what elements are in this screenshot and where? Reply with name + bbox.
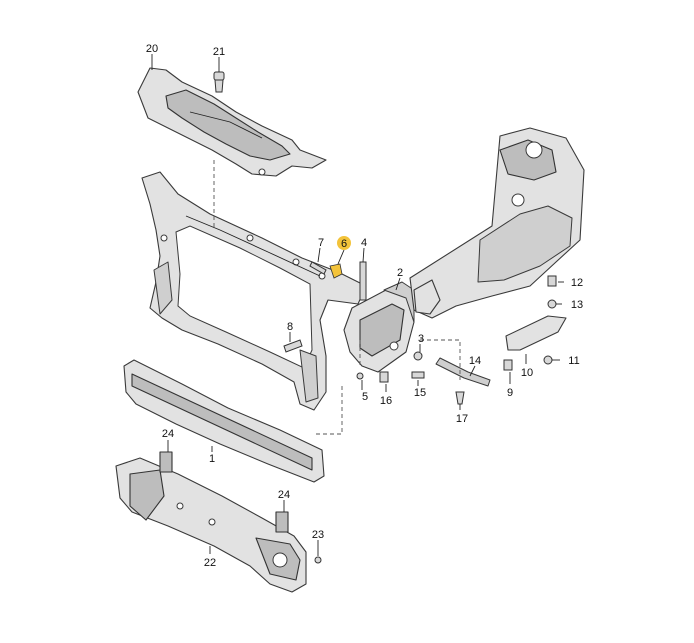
bracket-part-14 (435, 357, 491, 387)
clip-part-16 (379, 371, 389, 383)
pad-part-24-lower (275, 511, 289, 533)
label-11: 11 (568, 355, 579, 367)
clip-part-6 (329, 263, 343, 279)
assembly-line-bar (316, 384, 343, 435)
assembly-line-14 (420, 339, 461, 380)
label-6: 6 (341, 238, 347, 250)
longitudinal-member (409, 127, 585, 319)
screw-part-15 (411, 371, 425, 379)
pad-part-24-upper (159, 451, 173, 473)
label-21: 21 (213, 46, 225, 58)
label-1: 1 (209, 453, 215, 465)
nut-part-9 (503, 359, 513, 371)
label-12: 12 (571, 277, 583, 289)
screw-part-17 (455, 391, 465, 405)
bolt-part-4 (359, 261, 367, 301)
bolt-part-8 (283, 339, 303, 353)
nut-part-3 (413, 351, 423, 361)
upper-cover-part-20 (137, 67, 327, 177)
label-13: 13 (571, 299, 583, 311)
label-16: 16 (380, 395, 392, 407)
label-20: 20 (146, 43, 158, 55)
bracket-part-10 (505, 315, 567, 351)
lock-carrier-frame (141, 171, 367, 411)
highlight-marker-6 (337, 236, 351, 250)
label-23: 23 (312, 529, 324, 541)
bolt-part-11 (543, 355, 553, 365)
label-8: 8 (287, 321, 293, 333)
label-24-upper: 24 (162, 428, 174, 440)
label-22: 22 (204, 557, 216, 569)
label-3: 3 (418, 333, 424, 345)
label-14: 14 (469, 355, 481, 367)
clip-part-21 (213, 71, 225, 93)
label-5: 5 (362, 391, 368, 403)
screw-part-7 (309, 261, 327, 275)
label-10: 10 (521, 367, 533, 379)
label-24-lower: 24 (278, 489, 290, 501)
label-2: 2 (397, 267, 403, 279)
bolt-part-13 (547, 299, 557, 309)
lower-reinforcement-part-22 (115, 457, 307, 593)
label-7: 7 (318, 237, 324, 249)
label-15: 15 (414, 387, 426, 399)
bumper-bar-part-1 (123, 359, 325, 483)
label-9: 9 (507, 387, 513, 399)
nut-part-12 (547, 275, 557, 287)
clip-part-5 (356, 372, 364, 380)
label-17: 17 (456, 413, 468, 425)
label-4: 4 (361, 237, 367, 249)
clip-part-23 (314, 556, 322, 564)
